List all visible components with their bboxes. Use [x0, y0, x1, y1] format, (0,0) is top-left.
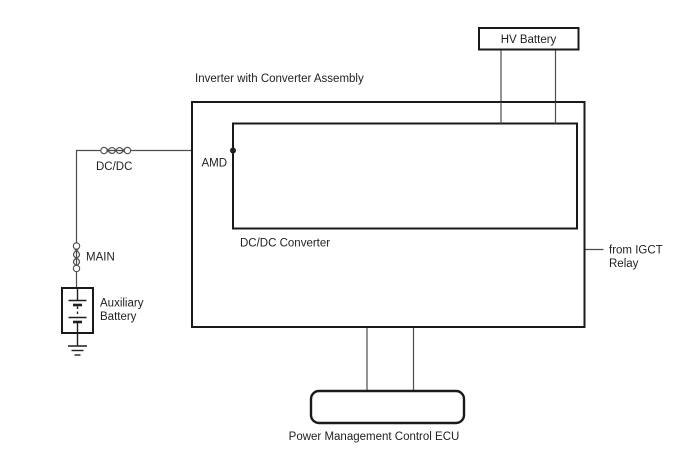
wire-hv-stubs	[500, 102, 557, 124]
ground-icon	[68, 333, 87, 356]
dcdc-converter-label: DC/DC Converter	[240, 238, 330, 250]
dcdc-fuse-icon	[100, 146, 132, 155]
pm-ecu-box	[309, 389, 466, 425]
main-fuse-wave-2	[72, 248, 81, 268]
hv-battery-box	[478, 27, 580, 51]
dcdc-converter-box	[232, 122, 578, 230]
battery-cells-icon	[68, 288, 87, 333]
main-fuse-terminal-bottom	[72, 264, 81, 273]
dcdc-fuse-terminal-right	[123, 146, 132, 155]
aux-battery-label-line2: Battery	[100, 311, 137, 323]
main-fuse-terminal-top	[72, 242, 81, 250]
wire-amd-feed	[75, 149, 233, 288]
pm-ecu-label: Power Management Control ECU	[289, 431, 460, 443]
main-fuse-label: MAIN	[86, 252, 115, 264]
main-fuse-icon	[72, 242, 81, 273]
aux-battery	[61, 287, 94, 356]
amd-terminal-label: AMD	[201, 158, 227, 170]
dcdc-fuse-terminal-left	[100, 146, 108, 155]
dcdc-fuse-wave-2	[106, 146, 126, 155]
dcdc-fuse-label: DC/DC	[96, 161, 132, 173]
igct-relay-label-line1: from IGCT	[609, 245, 663, 257]
hv-battery-label: HV Battery	[501, 34, 557, 46]
amd-junction-dot	[230, 147, 236, 154]
igct-relay-label-line2: Relay	[609, 258, 639, 270]
aux-battery-label-line1: Auxiliary	[100, 298, 144, 310]
assembly-title: Inverter with Converter Assembly	[195, 73, 364, 85]
